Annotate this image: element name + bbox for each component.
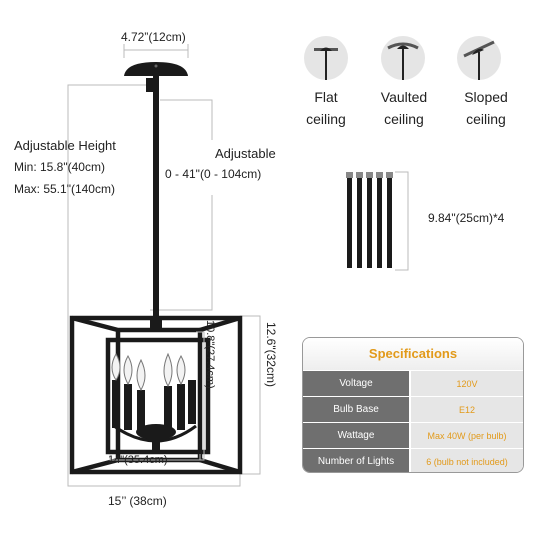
- spec-row-wattage: Wattage Max 40W (per bulb): [303, 422, 523, 448]
- spec-key: Wattage: [303, 423, 409, 448]
- ceiling-type-vaulted: Vaulted ceiling: [373, 86, 435, 130]
- spec-key: Number of Lights: [303, 449, 409, 472]
- ceiling-type-flat: Flat ceiling: [300, 86, 352, 130]
- rod-title-label: Adjustable: [215, 146, 276, 161]
- inner-height-label: 10.8"(27.4cm): [204, 320, 216, 389]
- spec-row-number-of-lights: Number of Lights 6 (bulb not included): [303, 448, 523, 472]
- ceiling-type-vaulted-line1: Vaulted: [380, 89, 428, 105]
- ceiling-type-vaulted-line2: ceiling: [384, 111, 424, 127]
- spec-row-voltage: Voltage 120V: [303, 370, 523, 396]
- ceiling-type-flat-line1: Flat: [314, 89, 338, 105]
- spec-row-bulb-base: Bulb Base E12: [303, 396, 523, 422]
- spec-value: Max 40W (per bulb): [409, 423, 523, 448]
- spec-key: Voltage: [303, 371, 409, 396]
- ceiling-type-sloped-line2: ceiling: [466, 111, 506, 127]
- outer-width-label: 15’’ (38cm): [108, 494, 167, 508]
- rod-length-label: 9.84"(25cm)*4: [428, 211, 505, 225]
- spec-value: E12: [409, 397, 523, 422]
- spec-key: Bulb Base: [303, 397, 409, 422]
- height-title-label: Adjustable Height: [14, 138, 116, 153]
- inner-width-label: 14"(35.4cm): [108, 454, 168, 466]
- height-min-label: Min: 15.8"(40cm): [14, 160, 105, 174]
- rod-range-label: 0 - 41"(0 - 104cm): [165, 167, 262, 181]
- ceiling-type-sloped-line1: Sloped: [464, 89, 508, 105]
- canopy-width-label: 4.72”(12cm): [121, 30, 186, 44]
- ceiling-type-sloped: Sloped ceiling: [455, 86, 517, 130]
- ceiling-type-flat-line2: ceiling: [306, 111, 346, 127]
- outer-height-label: 12.6"(32cm): [264, 322, 278, 387]
- height-max-label: Max: 55.1"(140cm): [14, 182, 115, 196]
- spec-value: 120V: [409, 371, 523, 396]
- specifications-table: Specifications Voltage 120V Bulb Base E1…: [302, 337, 524, 473]
- specifications-title: Specifications: [303, 338, 523, 370]
- spec-value: 6 (bulb not included): [409, 449, 523, 472]
